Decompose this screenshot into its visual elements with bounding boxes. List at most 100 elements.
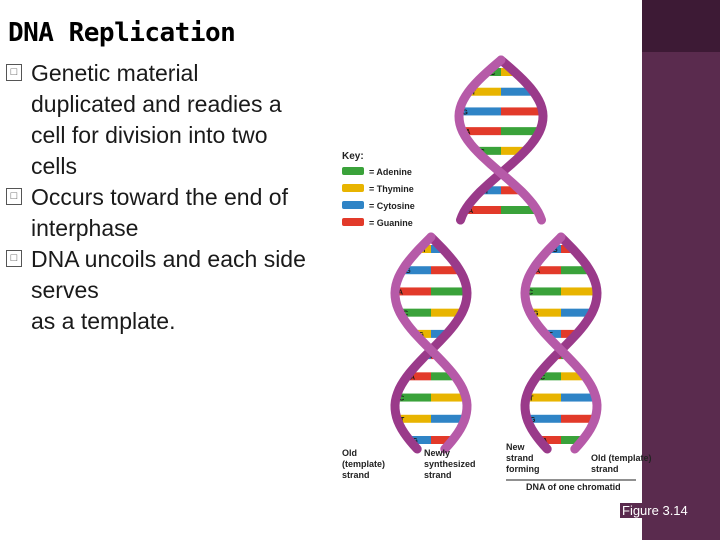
bullet-item: □ Genetic material duplicated and readie… — [6, 58, 336, 182]
helix-strand — [390, 232, 472, 454]
base-bar — [561, 436, 583, 444]
label-dna-chromatid: DNA of one chromatid — [526, 482, 621, 492]
base-bar — [501, 186, 521, 195]
base-bar — [481, 186, 501, 195]
key-legend: Key: = Adenine= Thymine= Cytosine= Guani… — [342, 151, 415, 228]
base-letter: A — [535, 268, 540, 275]
key-swatch — [342, 167, 364, 175]
label-old-strand-right: Old (template)strand — [591, 453, 652, 474]
bullet-item: □ DNA uncoils and each side serves as a … — [6, 244, 336, 337]
base-bar — [431, 414, 465, 423]
figure-caption: Figure 3.14 — [620, 503, 690, 518]
base-bar — [501, 87, 534, 96]
base-bar — [529, 308, 561, 317]
base-bar — [539, 436, 561, 444]
base-bar — [431, 308, 463, 317]
base-bar — [415, 329, 431, 338]
base-bar — [501, 146, 526, 155]
base-letter: T — [472, 90, 477, 97]
base-letter: C — [528, 289, 533, 296]
key-label: = Cytosine — [369, 201, 415, 211]
base-bar — [527, 414, 561, 423]
base-letter: C — [399, 396, 404, 403]
base-bar — [561, 287, 597, 296]
base-bar — [561, 372, 585, 381]
base-bar — [397, 414, 431, 423]
helix-strand — [456, 55, 548, 225]
base-bar — [537, 372, 561, 381]
base-bar — [465, 206, 501, 214]
base-letter: T — [400, 417, 405, 424]
accent-bar — [642, 0, 720, 540]
base-bar — [468, 87, 501, 96]
base-bar — [431, 266, 460, 275]
base-bar — [501, 68, 515, 76]
label-old-strand-left: Old(template)strand — [342, 448, 385, 480]
base-bar — [532, 266, 561, 275]
base-bar — [545, 329, 561, 338]
bullet-text: DNA uncoils and each side serves as a te… — [31, 246, 306, 334]
base-bar — [431, 436, 453, 444]
base-letter: A — [468, 208, 473, 215]
base-letter: G — [462, 109, 468, 116]
base-bar — [561, 393, 596, 402]
bullet-list: □ Genetic material duplicated and readie… — [6, 58, 336, 337]
base-letter: T — [529, 396, 534, 403]
base-bar — [476, 146, 501, 155]
base-bar — [561, 308, 593, 317]
helix-strands — [390, 55, 602, 454]
base-bar — [561, 266, 590, 275]
helix-strand — [390, 232, 472, 454]
key-label: = Thymine — [369, 184, 414, 194]
helix-strand — [520, 232, 602, 454]
base-letter: C — [540, 374, 545, 381]
key-swatch — [342, 218, 364, 226]
base-bar — [431, 287, 467, 296]
base-bar — [402, 266, 431, 275]
base-bar — [399, 308, 431, 317]
base-letter: C — [490, 70, 495, 77]
base-bar — [501, 127, 540, 136]
base-letter: A — [410, 374, 415, 381]
base-bar — [487, 68, 501, 76]
base-bar — [501, 107, 543, 116]
base-letter: G — [552, 247, 558, 254]
key-title: Key: — [342, 151, 364, 162]
base-bar — [431, 372, 455, 381]
base-bar — [431, 393, 466, 402]
key-swatch — [342, 184, 364, 192]
base-letter: G — [405, 268, 411, 275]
base-letter: T — [422, 247, 427, 254]
base-bar — [409, 436, 431, 444]
base-bar — [526, 393, 561, 402]
key-label: = Adenine — [369, 167, 412, 177]
bullet-text: Genetic material duplicated and readies … — [31, 60, 282, 179]
base-bar — [561, 414, 595, 423]
base-bar — [407, 372, 431, 381]
bullet-item: □ Occurs toward the end of interphase — [6, 182, 336, 244]
base-bar — [396, 393, 431, 402]
base-bar — [459, 107, 501, 116]
key-swatch — [342, 201, 364, 209]
bullet-box-icon: □ — [6, 188, 22, 205]
base-bar — [501, 206, 537, 214]
slide-title: DNA Replication — [8, 18, 236, 48]
helix-strand — [520, 232, 602, 454]
accent-band — [642, 0, 720, 52]
base-bar — [431, 329, 447, 338]
base-letter: T — [485, 188, 490, 195]
helix-strand — [454, 55, 546, 225]
bullet-text: Occurs toward the end of interphase — [31, 184, 288, 241]
base-bar — [462, 127, 501, 136]
base-bar — [561, 329, 577, 338]
bullet-box-icon: □ — [6, 64, 22, 81]
base-bar — [395, 287, 431, 296]
base-letter: G — [530, 417, 536, 424]
bullet-box-icon: □ — [6, 250, 22, 267]
base-bar — [525, 287, 561, 296]
